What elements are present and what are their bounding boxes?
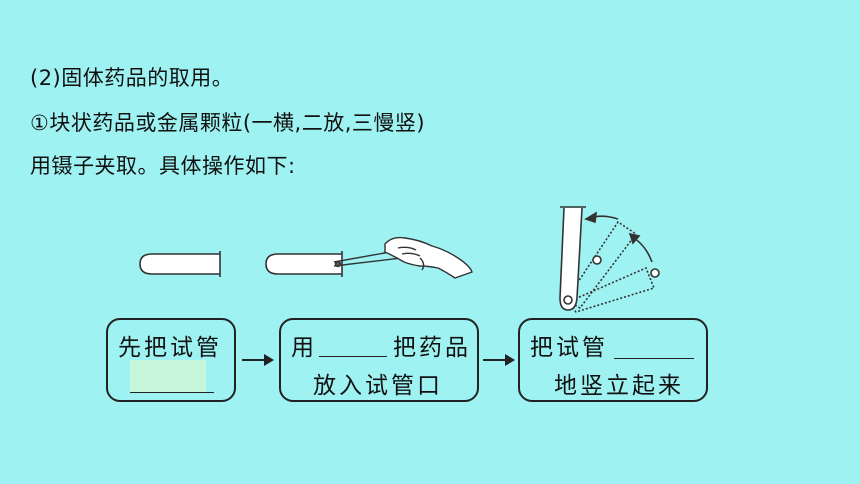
step3-text-line2: 地竖立起来 xyxy=(554,373,684,399)
answer-blank-1[interactable] xyxy=(130,392,214,393)
subheading: ①块状药品或金属颗粒(一横,二放,三慢竖) xyxy=(30,111,426,135)
step-box-2: 用 把药品 放入试管口 xyxy=(279,318,479,402)
answer-area-shade xyxy=(130,360,206,392)
step-box-3: 把试管 地竖立起来 xyxy=(518,318,708,402)
test-tube-horizontal xyxy=(139,251,221,277)
step3-text: 把试管 xyxy=(530,335,608,361)
step2-text-after: 把药品 xyxy=(393,335,471,361)
answer-blank-3[interactable] xyxy=(614,358,694,359)
instruction-text: 用镊子夹取。具体操作如下: xyxy=(30,154,296,178)
hand-icon xyxy=(384,236,473,279)
step2-text-before: 用 xyxy=(291,335,317,361)
step1-text: 先把试管 xyxy=(118,335,222,361)
answer-blank-2[interactable] xyxy=(319,356,387,357)
rotating-test-tube xyxy=(559,206,660,313)
arrow-1 xyxy=(242,354,274,366)
section-heading: (2)固体药品的取用。 xyxy=(30,66,234,90)
step-box-1: 先把试管 xyxy=(106,318,236,402)
test-tube-with-tweezers xyxy=(265,251,343,277)
arrow-2 xyxy=(483,354,515,366)
step2-text-line2: 放入试管口 xyxy=(313,373,443,399)
